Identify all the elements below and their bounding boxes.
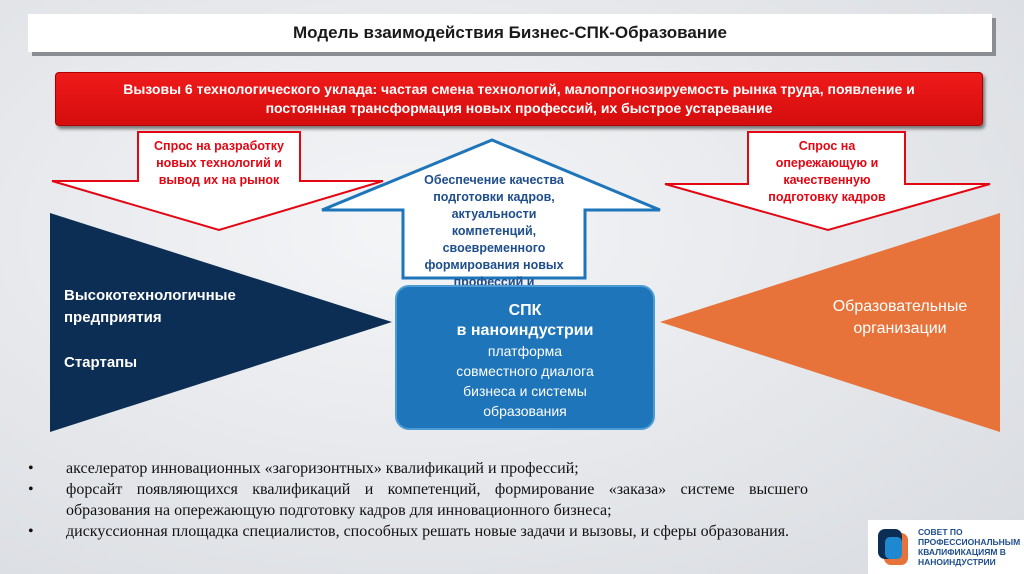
education-triangle — [660, 213, 1000, 432]
challenges-text: Вызовы 6 технологического уклада: частая… — [123, 81, 915, 116]
right-arrow-text: Спрос на опережающую и качественную подг… — [768, 139, 886, 204]
spk-platform-box: СПК в наноиндустрии платформа совместног… — [395, 285, 655, 430]
logo-mark-icon — [878, 529, 908, 565]
council-logo: СОВЕТ ПО ПРОФЕССИОНАЛЬНЫМ КВАЛИФИКАЦИЯМ … — [868, 520, 1024, 574]
spk-title: СПК — [508, 302, 542, 319]
business-label: Высокотехнологичные предприятия — [64, 287, 236, 326]
challenges-banner: Вызовы 6 технологического уклада: частая… — [55, 72, 983, 126]
list-item: •акселератор инновационных «загоризонтны… — [28, 460, 579, 477]
spk-subtitle: в наноиндустрии — [456, 322, 594, 339]
spk-description: платформа совместного диалога бизнеса и … — [456, 343, 594, 419]
education-label: Образовательные организации — [832, 298, 968, 337]
right-down-arrow — [664, 131, 991, 232]
startups-label: Стартапы — [64, 354, 138, 371]
list-item: • дискуссионная площадка специалистов, с… — [28, 523, 790, 540]
slide-title: Модель взаимодействия Бизнес-СПК-Образов… — [28, 14, 992, 52]
left-down-arrow — [51, 131, 384, 232]
logo-text: СОВЕТ ПО ПРОФЕССИОНАЛЬНЫМ КВАЛИФИКАЦИЯМ … — [918, 527, 1021, 567]
bullet-list: •акселератор инновационных «загоризонтны… — [28, 458, 808, 542]
left-arrow-text: Спрос на разработку новых технологий и в… — [154, 139, 284, 187]
business-triangle — [50, 213, 392, 432]
list-item: •форсайт появляющихся квалификаций и ком… — [28, 481, 808, 519]
up-arrow — [321, 138, 661, 280]
up-arrow-text: Обеспечение качества подготовки кадров, … — [424, 173, 564, 306]
